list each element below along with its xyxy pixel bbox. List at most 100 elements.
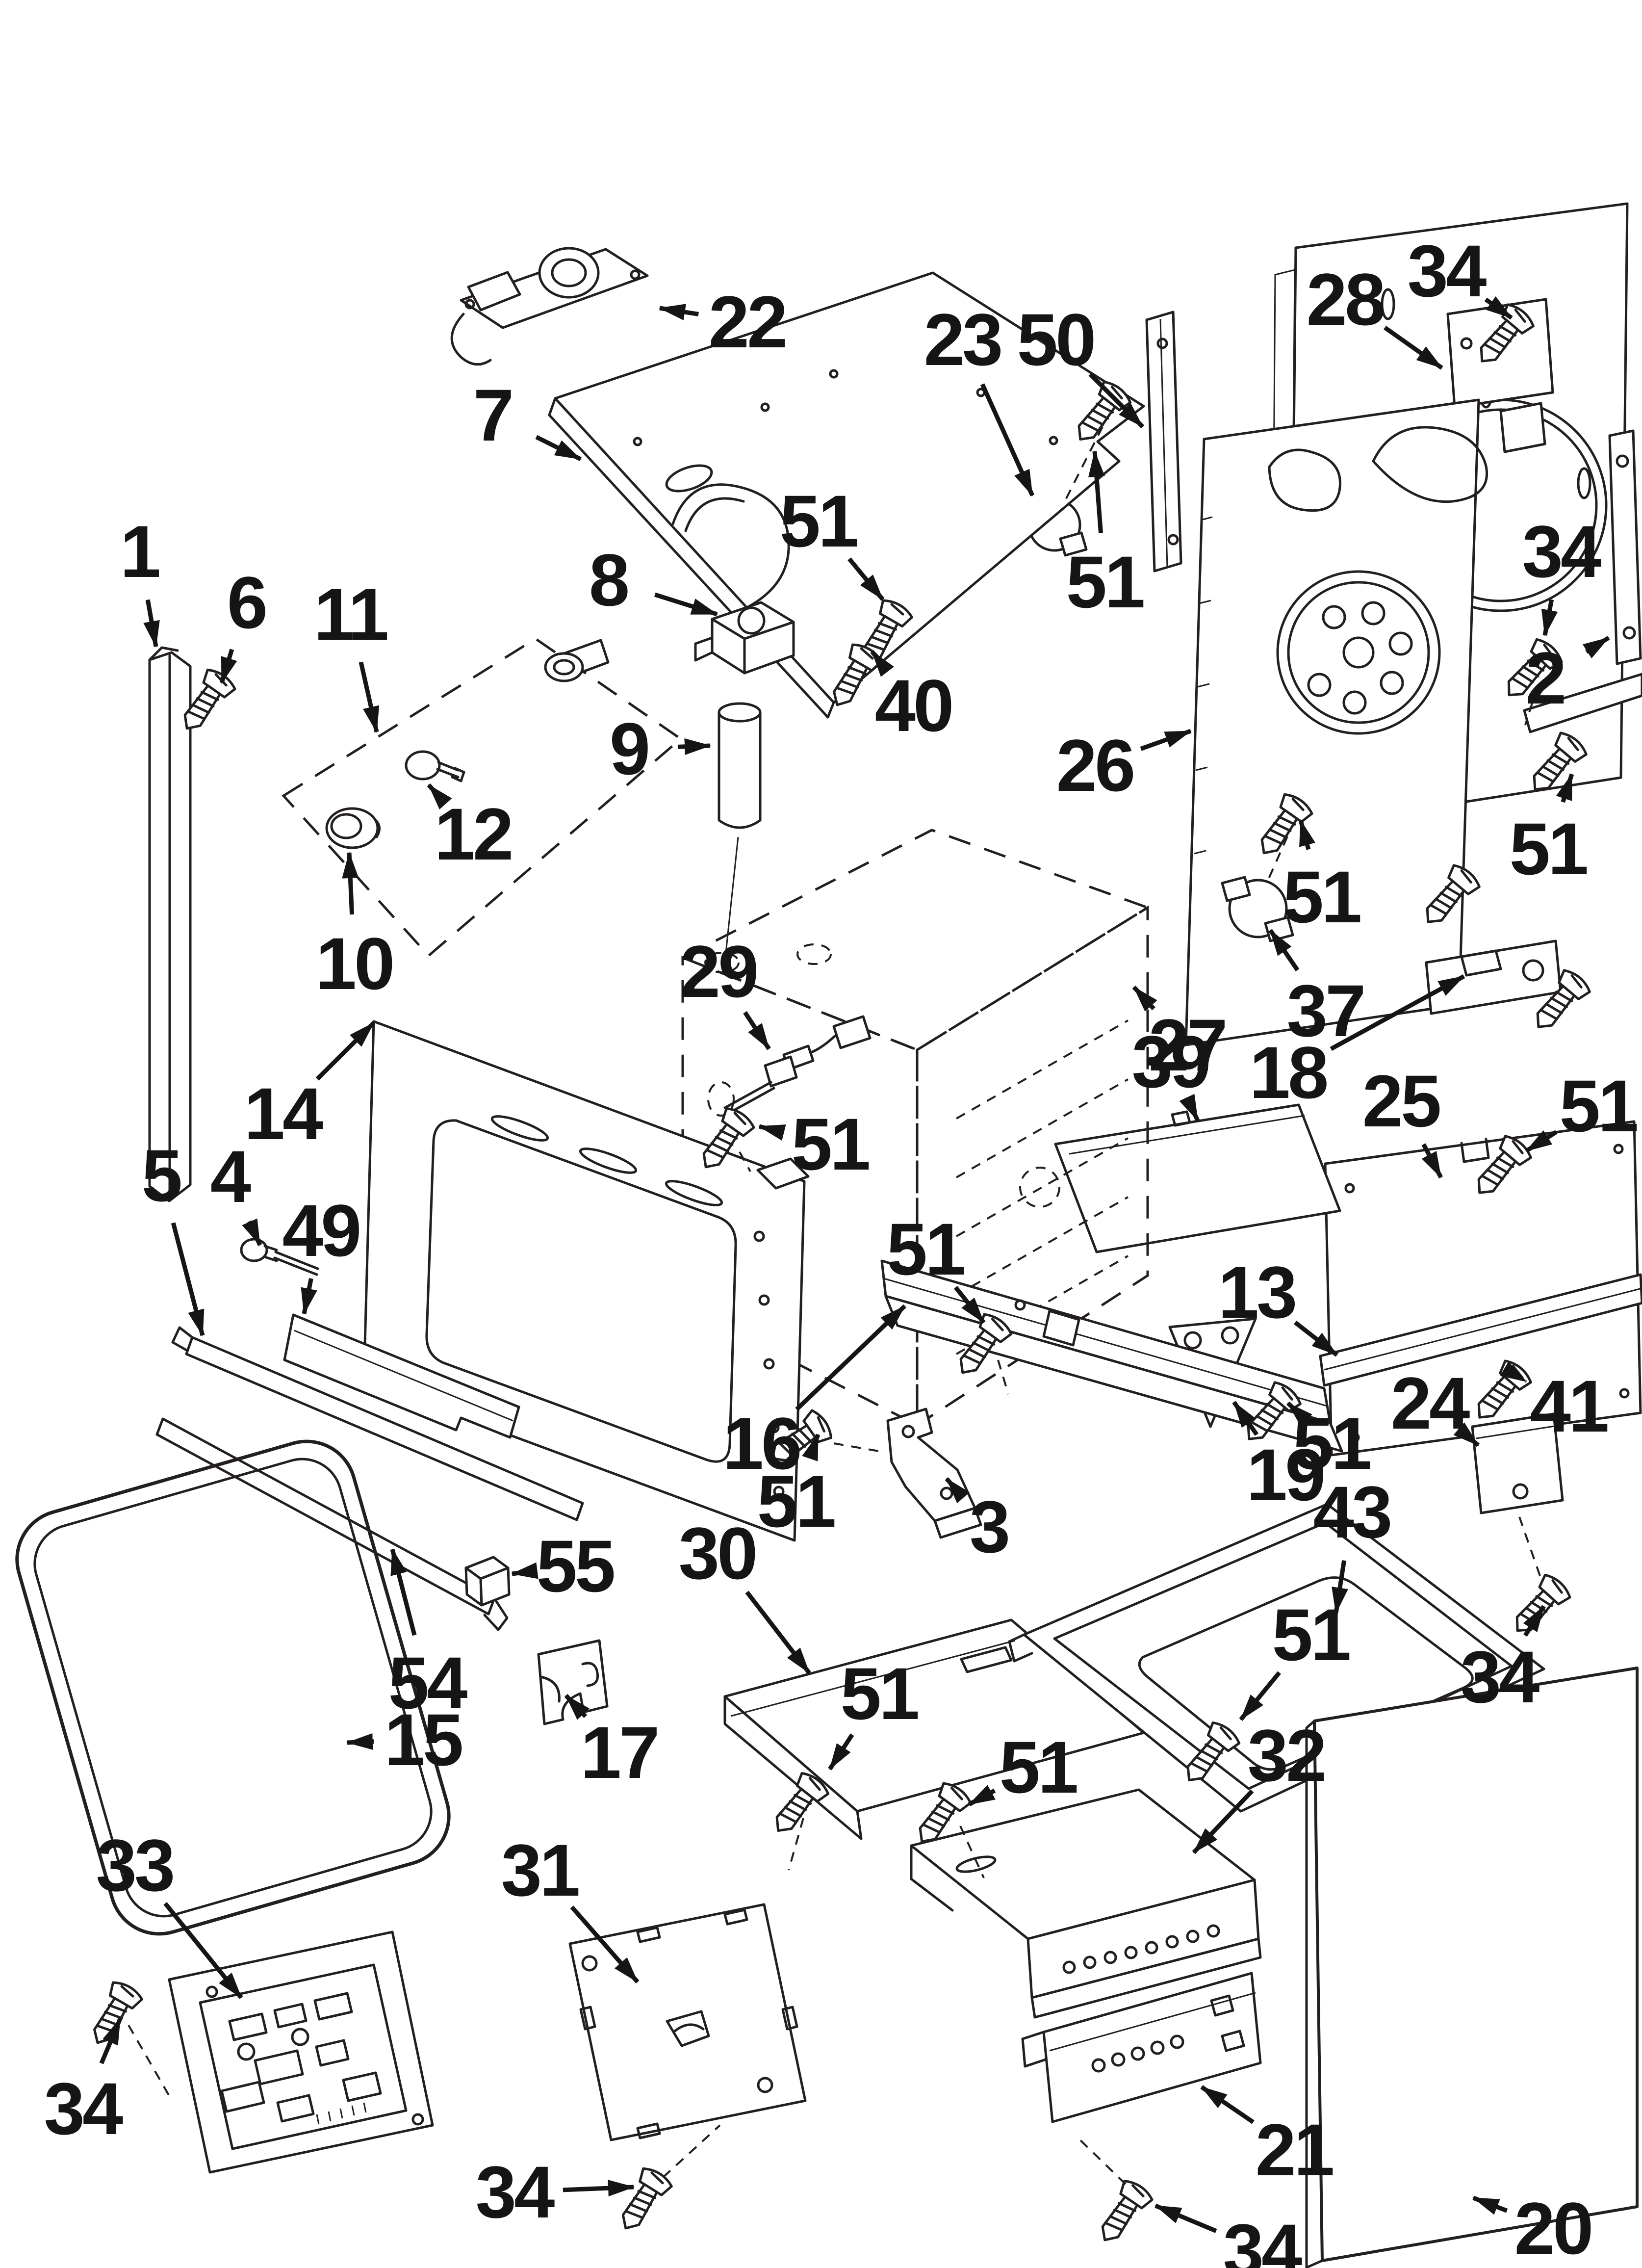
- callout-arrow: [315, 1021, 376, 1081]
- callout-arrow: [1582, 636, 1610, 659]
- part-9-vent-duct: [718, 702, 762, 953]
- callout-arrow: [1140, 729, 1192, 751]
- callout-39-27: 39: [1132, 1020, 1211, 1121]
- callout-arrow: [171, 1222, 205, 1336]
- part-17-clip: [537, 1639, 609, 1725]
- callout-label: 41: [1530, 1365, 1608, 1447]
- part-8-bracket: [694, 601, 795, 675]
- callout-arrow: [570, 1905, 640, 1983]
- callout-50-2: 50: [1017, 298, 1145, 429]
- part-24-plate: [1471, 1412, 1564, 1514]
- callout-arrow: [342, 852, 359, 915]
- callout-51-38: 51: [1286, 1401, 1373, 1485]
- callout-arrow: [1239, 1671, 1282, 1721]
- callout-arrow: [1332, 1560, 1348, 1614]
- callout-label: 39: [1132, 1020, 1209, 1103]
- callout-label: 15: [385, 1698, 462, 1781]
- callout-label: 5: [142, 1134, 181, 1217]
- callout-arrow: [1232, 1401, 1259, 1436]
- callout-label: 7: [473, 374, 512, 456]
- callout-arrow: [1525, 1130, 1558, 1153]
- callout-label: 27: [1149, 1004, 1226, 1086]
- callout-13-33: 13: [1218, 1251, 1338, 1357]
- callout-label: 51: [887, 1208, 964, 1290]
- callout-label: 51: [841, 1652, 918, 1735]
- callout-51-18: 51: [1283, 819, 1363, 938]
- callout-arrow: [563, 2180, 635, 2197]
- callout-label: 3: [970, 1486, 1008, 1568]
- part-1-side-trim: [148, 646, 192, 1202]
- callout-6-11: 6: [219, 561, 268, 684]
- part-13-rear-rail: [1319, 1273, 1642, 1387]
- callout-label: 34: [1522, 510, 1601, 593]
- callout-label: 4: [210, 1135, 251, 1218]
- callout-51-51: 51: [968, 1726, 1079, 1808]
- callout-51-30: 51: [758, 1103, 872, 1185]
- part-37-thermostat: [1221, 876, 1294, 942]
- callout-19-37: 19: [1232, 1401, 1326, 1516]
- callout-arrow: [847, 557, 885, 601]
- part-11-hardware-kit: [282, 637, 683, 958]
- callout-1-8: 1: [120, 510, 162, 648]
- callout-arrow: [677, 738, 711, 755]
- callout-label: 43: [1313, 1471, 1390, 1553]
- part-20-side-panel: [1305, 1667, 1639, 2268]
- part-10-plug-button: [325, 807, 381, 849]
- callout-arrow: [745, 1590, 811, 1674]
- callout-arrow: [945, 1477, 970, 1504]
- assembly-dash-leaders: [128, 426, 1541, 2185]
- callout-29-22: 29: [680, 930, 771, 1050]
- callout-arrow: [1541, 599, 1558, 636]
- callout-2-13: 2: [1526, 636, 1610, 719]
- callout-label: 1: [120, 510, 159, 593]
- callout-arrow: [743, 1011, 771, 1050]
- callout-4-25: 4: [210, 1135, 262, 1246]
- callout-32-52: 32: [1192, 1714, 1327, 1854]
- callout-arrow: [143, 599, 160, 648]
- callout-43-40: 43: [1313, 1471, 1392, 1614]
- callout-9-15: 9: [610, 707, 711, 790]
- callout-arrow: [511, 1562, 539, 1579]
- callout-label: 23: [924, 298, 1001, 381]
- callout-40-14: 40: [870, 650, 954, 747]
- callout-arrow: [1155, 2203, 1217, 2233]
- callout-34-4: 34: [1408, 230, 1513, 320]
- callout-label: 33: [96, 1824, 173, 1906]
- callout-arrow: [659, 304, 699, 320]
- callout-28-3: 28: [1307, 258, 1443, 370]
- callout-34-58: 34: [1155, 2203, 1305, 2268]
- part-50-rear-trim: [1145, 311, 1182, 573]
- callout-arrow: [795, 1304, 907, 1411]
- callout-arrow: [758, 1124, 786, 1141]
- callout-label: 18: [1250, 1031, 1327, 1114]
- callout-arrow: [99, 2018, 123, 2064]
- callout-arrow: [1384, 326, 1443, 370]
- part-49-support-bar: [283, 1313, 520, 1439]
- callout-label: 32: [1248, 1714, 1325, 1797]
- callout-54-47: 54: [388, 1548, 470, 1724]
- callout-label: 40: [875, 664, 952, 747]
- callout-17-48: 17: [564, 1694, 660, 1794]
- part-3-support-bracket: [886, 1408, 982, 1539]
- callout-arrow: [1132, 985, 1157, 1012]
- callout-51-19: 51: [1510, 773, 1590, 890]
- callout-arrow: [1294, 1320, 1338, 1357]
- callout-arrow: [870, 650, 895, 677]
- part-55-end-block: [464, 1556, 511, 1607]
- callout-label: 8: [589, 539, 628, 621]
- callout-label: 24: [1391, 1362, 1470, 1444]
- callout-arrow: [1286, 1401, 1312, 1427]
- part-21-drawer-front-rail: [1021, 1972, 1262, 2123]
- callout-arrow: [802, 1434, 821, 1461]
- callout-15-49: 15: [346, 1698, 464, 1781]
- part-33-control-board: [168, 1930, 434, 2174]
- callout-30-44: 30: [679, 1512, 811, 1674]
- callout-arrow: [346, 1733, 374, 1750]
- part-5-trim-strip: [171, 1326, 584, 1521]
- callout-label: 9: [610, 707, 648, 790]
- callout-arrow: [1421, 1143, 1443, 1179]
- callout-label: 26: [1056, 724, 1133, 807]
- callout-24-36: 24: [1391, 1362, 1480, 1447]
- callout-51-50: 51: [828, 1652, 921, 1771]
